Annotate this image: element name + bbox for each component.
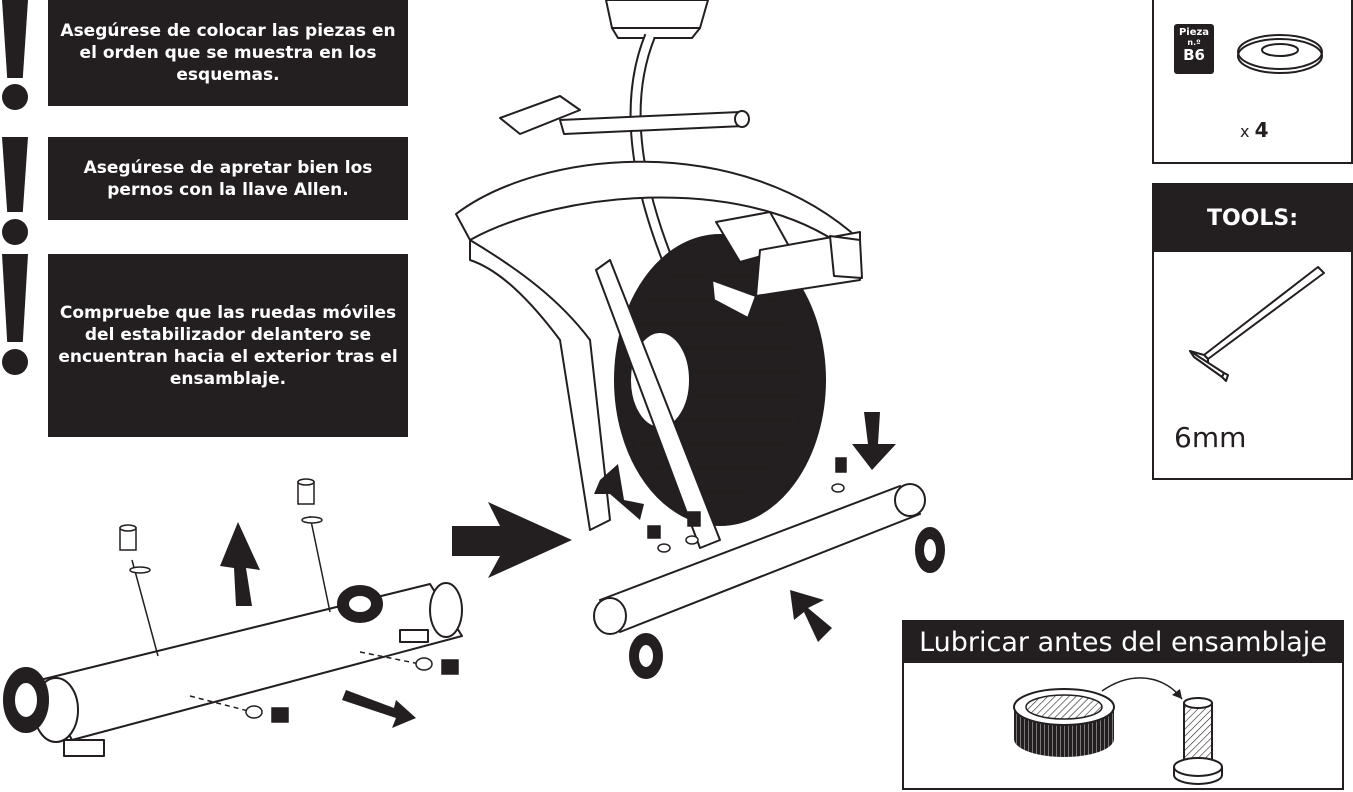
bolt-icon (1173, 697, 1223, 785)
lube-box: Lubricar antes del ensamblaje (902, 620, 1344, 790)
lube-header: Lubricar antes del ensamblaje (904, 622, 1342, 663)
arrow-icon (220, 412, 896, 728)
allen-key-icon (1189, 266, 1325, 382)
tool-size-label: 6mm (1174, 421, 1247, 454)
lube-illustration (1013, 677, 1223, 785)
lube-cap-icon (1013, 688, 1115, 757)
exploded-bolts (119, 478, 459, 723)
note-box-wheels: Compruebe que las ruedas móviles del est… (48, 254, 408, 437)
front-stabilizer-exploded (3, 582, 463, 757)
note-box-order: Asegúrese de colocar las piezas en el or… (48, 0, 408, 106)
part-number-badge: Pieza n.º B6 (1174, 24, 1214, 74)
part-box: Pieza n.º B6 x 4 (1152, 0, 1353, 164)
tools-header: TOOLS: (1154, 185, 1351, 252)
note-box-tighten: Asegúrese de apretar bien los pernos con… (48, 137, 408, 220)
assembled-bolts (647, 457, 847, 553)
tools-box: TOOLS: 6mm (1152, 183, 1353, 480)
washer-icon (1237, 34, 1323, 74)
part-quantity: x 4 (1240, 118, 1269, 142)
bike-frame (455, 0, 863, 549)
front-stabilizer-assembled (593, 483, 945, 679)
